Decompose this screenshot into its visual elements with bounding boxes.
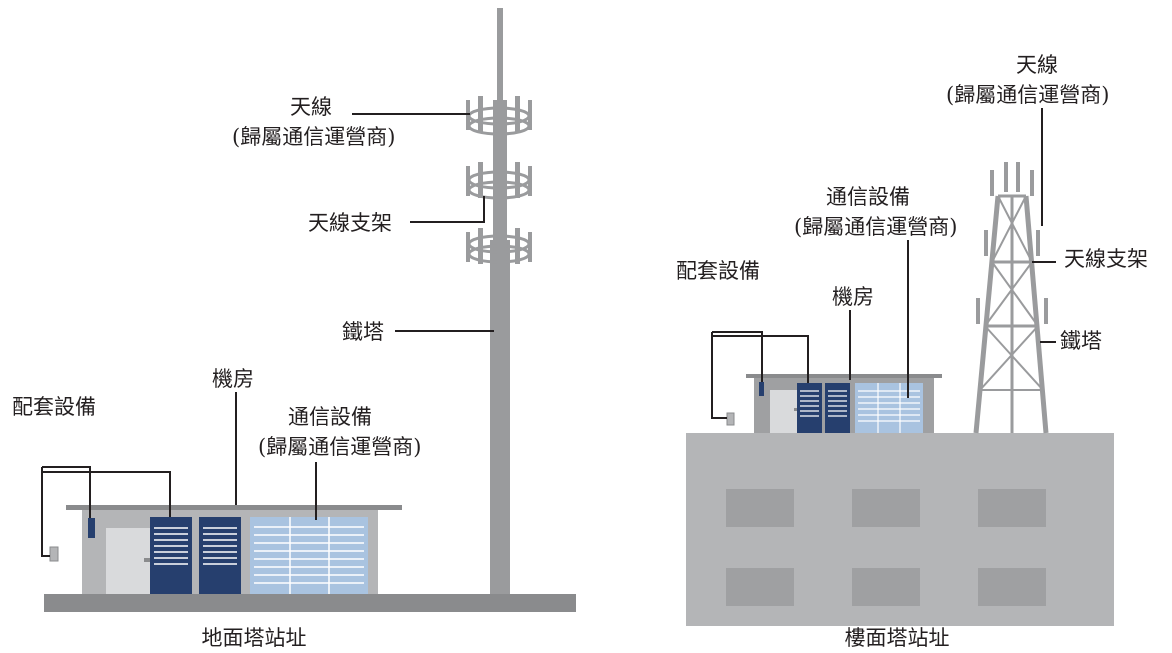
rooftop-support-device bbox=[726, 412, 735, 426]
rooftop-antennas bbox=[976, 162, 1048, 324]
ground-antenna-label: 天線 bbox=[290, 95, 332, 119]
building-window bbox=[978, 568, 1046, 606]
rooftop-supporting-equipment-label: 配套設備 bbox=[676, 259, 760, 283]
building-window bbox=[726, 489, 794, 527]
rooftop-lattice-tower bbox=[973, 194, 1049, 434]
rooftop-site: 天線 (歸屬通信運營商) 天線支架 鐵塔 通信設備 (歸屬通信運營商) 配套設備… bbox=[676, 53, 1148, 650]
rooftop-equipment-room-label: 機房 bbox=[832, 285, 874, 309]
rooftop-navy-cabinet-1 bbox=[797, 383, 822, 433]
ground-slab bbox=[44, 594, 576, 612]
ground-antenna-cluster-1 bbox=[466, 92, 532, 136]
building-window bbox=[726, 568, 794, 606]
ground-site: 天線 (歸屬通信運營商) 天線支架 鐵塔 機房 配套設備 通信設備 (歸屬通信運… bbox=[12, 8, 576, 650]
rooftop-building bbox=[686, 433, 1114, 626]
rooftop-antenna-owner-label: (歸屬通信運營商) bbox=[946, 83, 1109, 107]
building-window bbox=[852, 489, 920, 527]
rooftop-antenna-bracket-label: 天線支架 bbox=[1064, 247, 1148, 271]
building-window bbox=[978, 489, 1046, 527]
rooftop-comm-equipment-label: 通信設備 bbox=[826, 185, 910, 209]
ground-site-caption: 地面塔站址 bbox=[202, 626, 307, 650]
ground-comm-equipment-label: 通信設備 bbox=[288, 405, 372, 429]
rooftop-site-caption: 樓面塔站址 bbox=[845, 626, 950, 650]
rooftop-comm-panels bbox=[855, 383, 923, 433]
ground-antenna-cluster-2 bbox=[466, 158, 532, 200]
ground-equipment-room-label: 機房 bbox=[212, 367, 254, 391]
ground-support-device bbox=[49, 546, 59, 562]
building-window bbox=[852, 568, 920, 606]
ground-comm-equipment-owner-label: (歸屬通信運營商) bbox=[258, 435, 421, 459]
ground-equipment-room bbox=[66, 505, 402, 594]
rooftop-leader-lines bbox=[711, 108, 1056, 419]
ground-comm-panels bbox=[250, 517, 368, 594]
ground-navy-cabinet-1 bbox=[150, 517, 192, 594]
ground-antenna-bracket-label: 天線支架 bbox=[308, 211, 392, 235]
rooftop-navy-cabinet-2 bbox=[825, 383, 850, 433]
rooftop-antenna-label: 天線 bbox=[1016, 53, 1058, 77]
ground-tower-label: 鐵塔 bbox=[342, 320, 384, 344]
ground-antenna-cluster-3 bbox=[466, 224, 532, 266]
ground-supporting-equipment-label: 配套設備 bbox=[12, 395, 96, 419]
rooftop-comm-equipment-owner-label: (歸屬通信運營商) bbox=[794, 215, 957, 239]
ground-navy-cabinet-2 bbox=[199, 517, 241, 594]
ground-leader-lines bbox=[41, 113, 494, 557]
rooftop-equipment-room bbox=[746, 374, 942, 433]
ground-antenna-owner-label: (歸屬通信運營商) bbox=[232, 125, 395, 149]
rooftop-tower-label: 鐵塔 bbox=[1060, 329, 1102, 353]
